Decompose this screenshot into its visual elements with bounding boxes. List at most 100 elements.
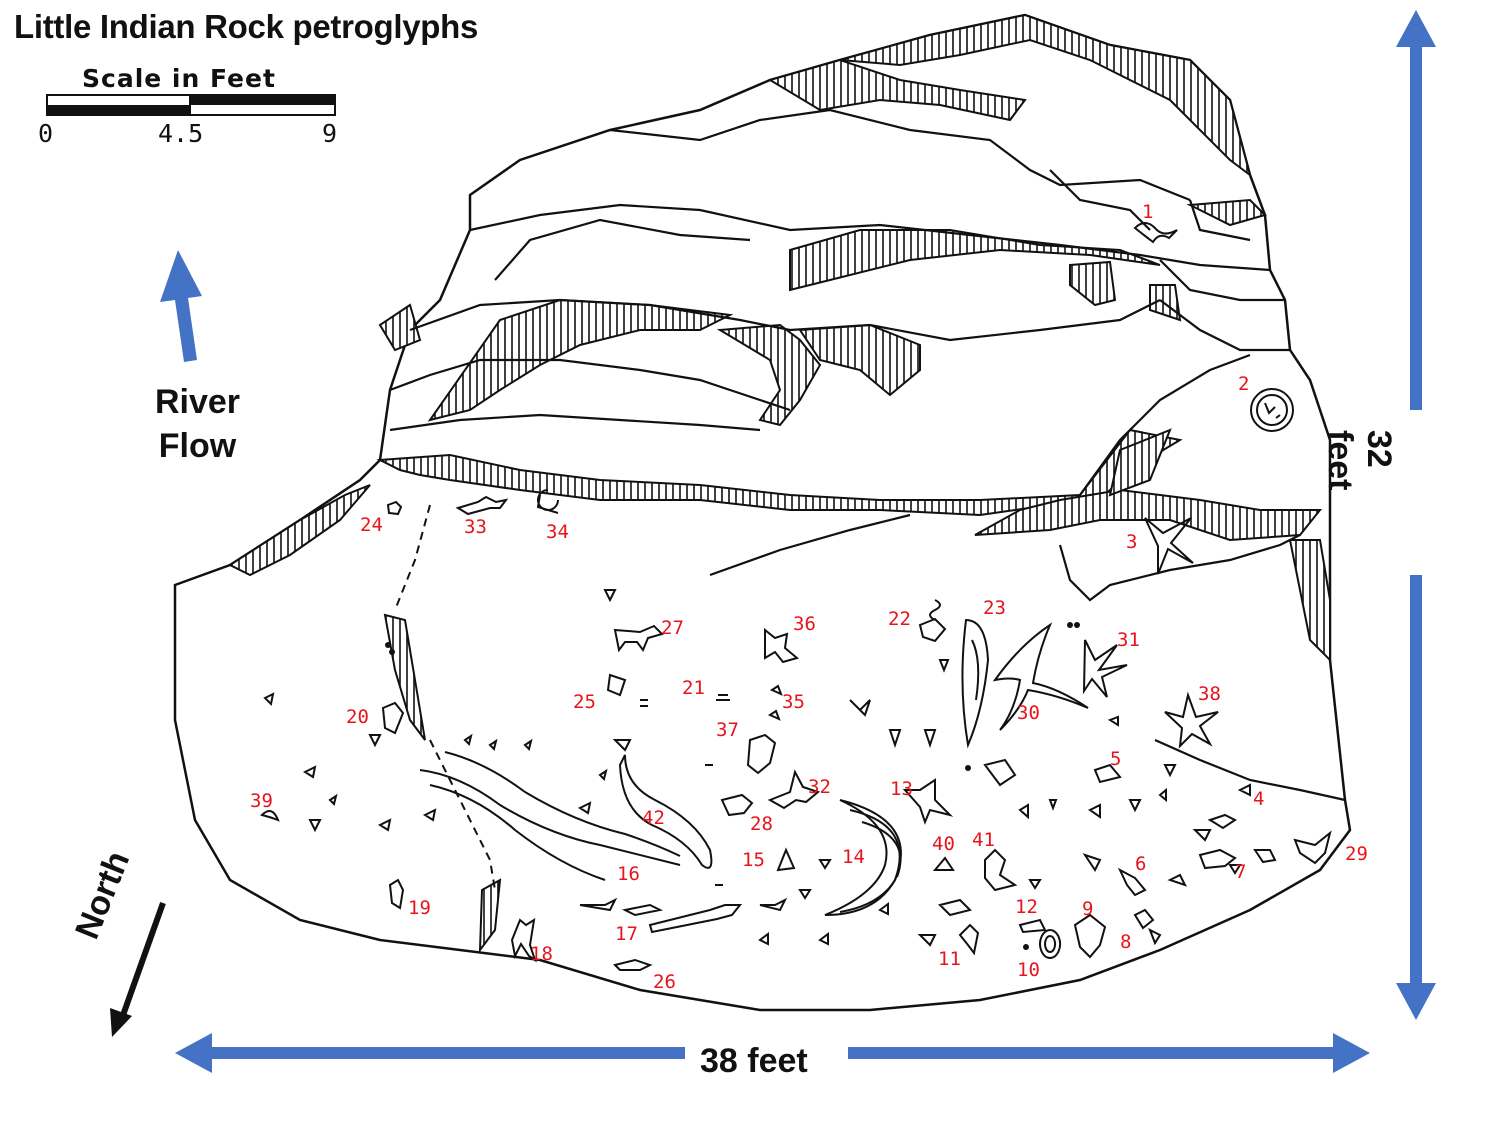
glyph-25	[606, 673, 627, 697]
glyph-17	[648, 904, 743, 934]
num-10: 10	[1017, 959, 1040, 981]
num-13: 13	[890, 778, 913, 800]
num-18: 18	[530, 943, 553, 965]
num-42: 42	[642, 807, 665, 829]
glyph-36	[764, 627, 800, 664]
petroglyph-numbers: 1 2 3 4 5 6 7 8 9 10 11 12 13 14 15 16 1…	[250, 201, 1368, 993]
map-title: Little Indian Rock petroglyphs	[14, 8, 479, 45]
river-flow-line1: River	[154, 383, 241, 421]
num-2: 2	[1238, 373, 1249, 395]
glyph-24	[386, 500, 403, 516]
glyph-42	[618, 754, 713, 869]
glyph-32	[767, 769, 821, 810]
glyph-12	[1018, 918, 1047, 934]
num-22: 22	[888, 608, 911, 630]
glyph-16	[419, 769, 681, 866]
num-37: 37	[716, 719, 739, 741]
num-30: 30	[1017, 702, 1040, 724]
glyph-5	[1093, 763, 1122, 784]
glyph-3	[1144, 517, 1194, 575]
glyph-18	[510, 917, 537, 963]
num-35: 35	[782, 691, 805, 713]
num-14: 14	[842, 846, 865, 868]
ledge-hatch	[1069, 260, 1117, 307]
num-33: 33	[464, 516, 487, 538]
glyph-41	[984, 848, 1018, 892]
ledge-hatch	[974, 488, 1323, 542]
scale-tick-9: 9	[322, 119, 338, 148]
glyph-4	[1207, 813, 1237, 830]
num-32: 32	[808, 776, 831, 798]
num-11: 11	[938, 948, 961, 970]
height-dimension-arrow-icon	[1396, 10, 1436, 1020]
num-31: 31	[1117, 629, 1140, 651]
glyph-29	[1293, 830, 1332, 865]
glyph-27	[613, 624, 664, 653]
num-29: 29	[1345, 843, 1368, 865]
scale-label: Scale in Feet	[82, 64, 276, 93]
ledge-hatch	[767, 58, 1027, 122]
glyph-11	[958, 923, 980, 956]
glyph-8	[1133, 908, 1155, 930]
num-17: 17	[615, 923, 638, 945]
north-arrow-icon	[110, 901, 166, 1037]
river-flow-line2: Flow	[158, 427, 237, 465]
num-24: 24	[360, 514, 383, 536]
num-5: 5	[1110, 748, 1121, 770]
num-3: 3	[1126, 531, 1137, 553]
glyph-30	[992, 622, 1089, 731]
num-12: 12	[1015, 896, 1038, 918]
small-dots	[385, 622, 1080, 950]
num-16: 16	[617, 863, 640, 885]
ledge-hatch	[227, 484, 371, 577]
glyph-31	[1082, 639, 1128, 698]
num-6: 6	[1135, 853, 1146, 875]
glyph-40	[932, 856, 955, 871]
glyph-9	[1073, 913, 1107, 959]
glyph-19	[388, 878, 405, 910]
ledge-hatch	[378, 303, 422, 352]
ledge-hatch	[1288, 539, 1331, 663]
num-19: 19	[408, 897, 431, 919]
river-flow-label: River Flow	[150, 380, 245, 468]
scale-tick-4-5: 4.5	[158, 119, 204, 148]
rock-cracks	[389, 108, 1301, 602]
num-7: 7	[1235, 861, 1246, 883]
num-25: 25	[573, 691, 596, 713]
dashed-cracks	[394, 504, 496, 891]
ledge-hatch	[1108, 428, 1172, 497]
glyph-2	[1250, 388, 1294, 432]
ledge-hatch	[383, 613, 426, 741]
num-36: 36	[793, 613, 816, 635]
glyph-38	[1164, 691, 1219, 749]
num-38: 38	[1198, 683, 1221, 705]
glyph-21	[716, 694, 730, 701]
glyph-13	[902, 778, 954, 825]
glyph-20	[381, 701, 405, 735]
glyph-26	[613, 958, 653, 971]
num-28: 28	[750, 813, 773, 835]
num-41: 41	[972, 829, 995, 851]
num-40: 40	[932, 833, 955, 855]
num-20: 20	[346, 706, 369, 728]
scale-tick-0: 0	[38, 119, 54, 148]
glyph-1	[1133, 222, 1178, 244]
num-21: 21	[682, 677, 705, 699]
num-8: 8	[1120, 931, 1131, 953]
scale-bar	[46, 94, 336, 116]
ledge-hatch	[839, 13, 1252, 178]
num-15: 15	[742, 849, 765, 871]
ledge-hatch	[798, 323, 921, 397]
glyph-33	[455, 495, 509, 516]
crack-line	[1154, 738, 1346, 802]
num-26: 26	[653, 971, 676, 993]
glyph-37	[746, 733, 777, 775]
glyph-23	[961, 618, 990, 749]
num-9: 9	[1082, 898, 1093, 920]
glyph-22	[918, 599, 947, 643]
glyph-28	[720, 793, 754, 817]
width-dimension-label: 38 feet	[700, 1042, 808, 1080]
glyph-35	[767, 684, 783, 721]
num-1: 1	[1142, 201, 1153, 223]
river-flow-arrow-icon	[160, 250, 202, 362]
